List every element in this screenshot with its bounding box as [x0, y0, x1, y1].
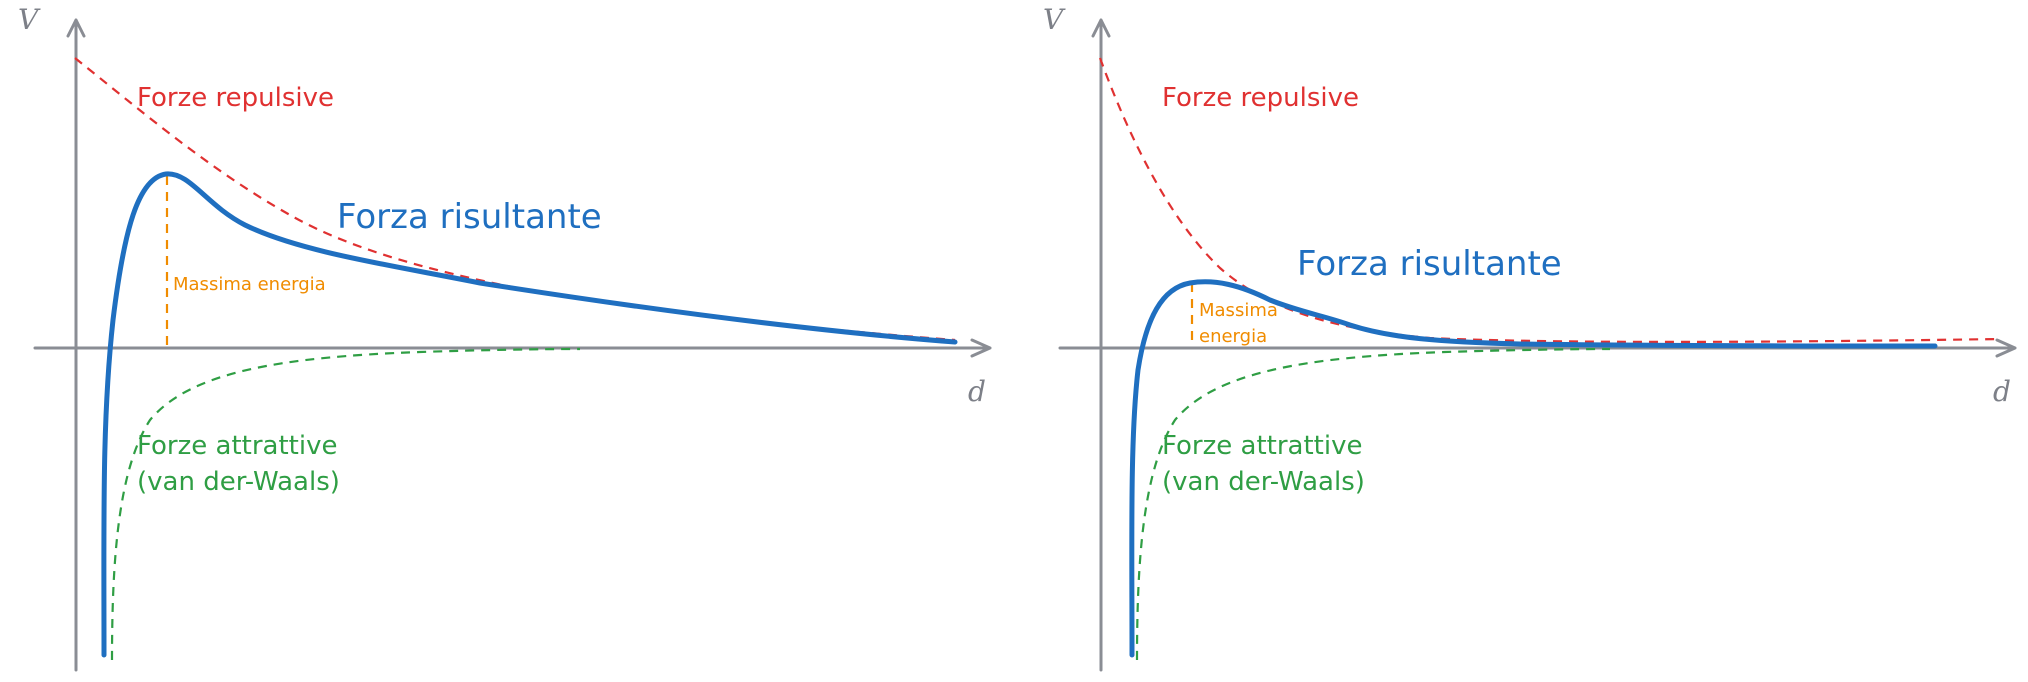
right-y-axis — [1091, 18, 1111, 672]
left-resultant-label: Forza risultante — [337, 197, 602, 237]
left-axis-label-d: d — [968, 375, 986, 408]
right-max-energy-label-1: Massima — [1199, 300, 1278, 321]
left-diagram: V d Forze repulsive Forze attrattive (va… — [18, 3, 992, 672]
right-diagram: V d Forze repulsive Forze attrattive (va… — [1043, 3, 2017, 672]
left-y-axis — [66, 18, 86, 672]
right-attractive-curve — [1135, 347, 1611, 661]
left-attractive-curve — [110, 347, 581, 661]
right-attractive-label-1: Forze attrattive — [1162, 431, 1362, 461]
left-max-energy-label: Massima energia — [173, 274, 326, 295]
right-resultant-curve — [1129, 279, 1938, 658]
right-resultant-label: Forza risultante — [1297, 244, 1562, 284]
right-axis-label-d: d — [1993, 375, 2011, 408]
left-resultant-curve — [101, 171, 958, 658]
right-repulsive-label: Forze repulsive — [1162, 83, 1359, 113]
left-attractive-label-1: Forze attrattive — [137, 431, 337, 461]
right-axis-label-v: V — [1043, 3, 1066, 36]
left-axis-label-v: V — [18, 3, 41, 36]
left-x-axis — [33, 338, 992, 358]
left-attractive-label-2: (van der-Waals) — [137, 467, 340, 497]
left-repulsive-label: Forze repulsive — [137, 83, 334, 113]
right-max-energy-label-2: energia — [1199, 326, 1267, 347]
right-attractive-label-2: (van der-Waals) — [1162, 467, 1365, 497]
